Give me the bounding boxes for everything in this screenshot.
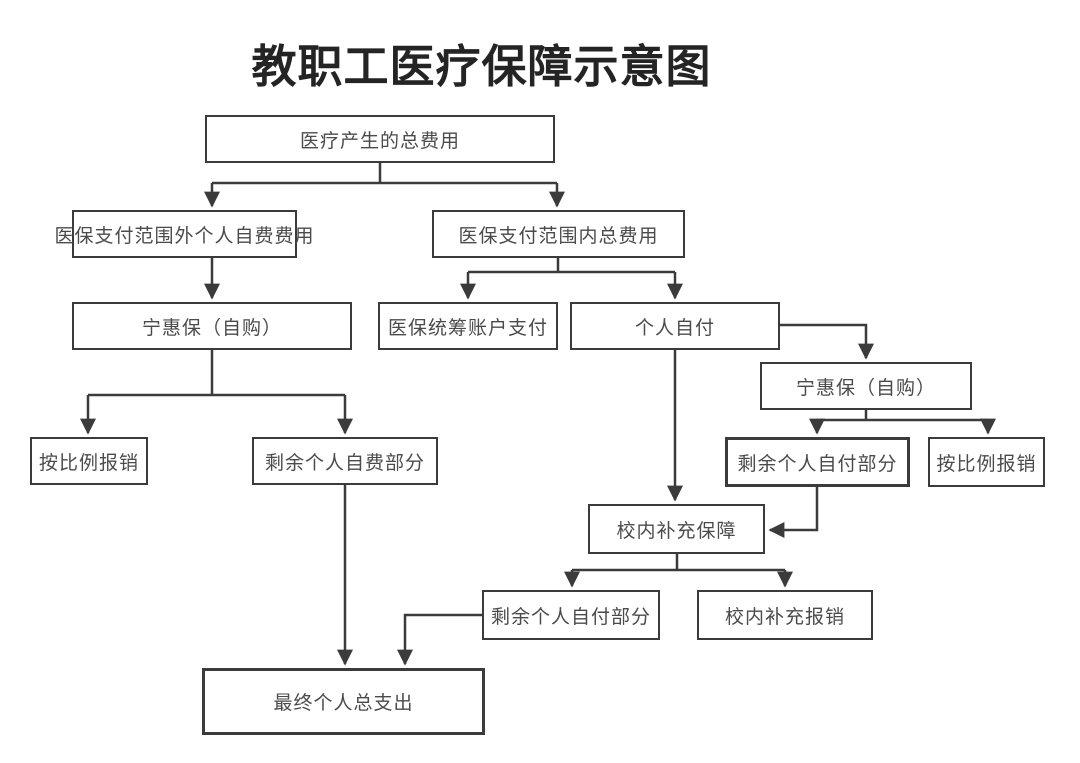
edge-totalcost-trunk xyxy=(212,163,557,185)
edge-copay-bottom-to-final xyxy=(397,613,482,666)
flow-node-inside-scope: 医保支付范围内总费用 xyxy=(432,210,685,258)
edge-inside-trunk xyxy=(468,258,675,274)
edge-copay-right-to-campus xyxy=(768,487,819,538)
edge-ninghuibao-left-trunk xyxy=(88,350,345,397)
flow-node-remaining-self-paid: 剩余个人自费部分 xyxy=(252,437,438,485)
flow-node-proportional-reimburse-left: 按比例报销 xyxy=(30,437,148,485)
flow-node-remaining-copay-right: 剩余个人自付部分 xyxy=(725,437,910,487)
edge-campus-trunk xyxy=(572,554,785,572)
flow-node-pooled-account: 医保统筹账户支付 xyxy=(378,302,558,350)
edge-ninghuibao-right-trunk xyxy=(817,410,988,422)
flow-node-campus-reimburse: 校内补充报销 xyxy=(697,590,873,640)
flow-node-remaining-copay-bottom: 剩余个人自付部分 xyxy=(482,590,660,640)
flow-node-personal-pay: 个人自付 xyxy=(570,302,780,350)
flow-node-final-total: 最终个人总支出 xyxy=(202,668,485,735)
flow-node-ninghuibao-right: 宁惠保（自购） xyxy=(760,362,972,410)
page-title: 教职工医疗保障示意图 xyxy=(251,41,712,92)
flow-node-total-cost: 医疗产生的总费用 xyxy=(205,115,555,163)
flow-node-proportional-reimburse-right: 按比例报销 xyxy=(928,437,1045,487)
flow-node-campus-supplement: 校内补充保障 xyxy=(588,504,765,554)
edge-personal-to-ninghuibao-right xyxy=(780,323,874,360)
flow-node-outside-scope: 医保支付范围外个人自费费用 xyxy=(55,210,314,258)
flow-node-ninghuibao-left: 宁惠保（自购） xyxy=(72,302,352,350)
